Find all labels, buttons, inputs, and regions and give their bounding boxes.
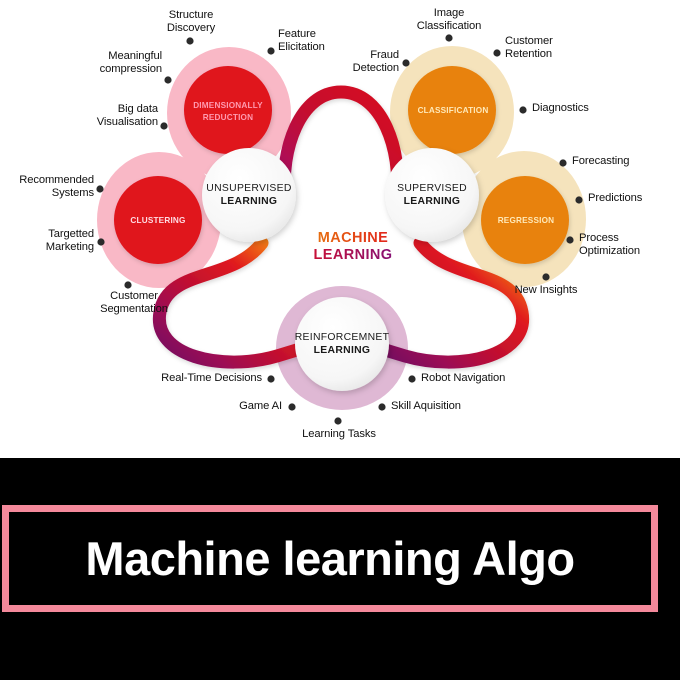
title-banner: Machine learning Algo: [0, 458, 680, 680]
dot-recommended-systems: [96, 185, 104, 193]
machine-learning-flower-diagram: [96, 34, 586, 425]
petal-core-dimensionality-reduction: [184, 66, 272, 154]
hub-circle-supervised: [385, 148, 479, 242]
label-skill-aquisition: Skill Aquisition: [391, 400, 461, 412]
label-real-time-decisions: Real-Time Decisions: [161, 372, 262, 384]
hub-circle-unsupervised: [202, 148, 296, 242]
label-customer-segmentation: Customer Segmentation: [100, 290, 168, 316]
dot-fraud-detection: [402, 59, 410, 67]
dot-customer-retention: [493, 49, 501, 57]
label-predictions: Predictions: [588, 192, 643, 204]
dot-structure-discovery: [186, 37, 194, 45]
label-game-ai: Game AI: [239, 400, 282, 412]
dot-robot-navigation: [408, 375, 416, 383]
label-targetted-marketing: Targetted Marketing: [45, 228, 94, 254]
dot-forecasting: [559, 159, 567, 167]
label-fraud-detection: Fraud Detection: [352, 49, 399, 75]
dot-big-data-visualisation: [160, 122, 168, 130]
petal-core-classification: [408, 66, 496, 154]
dot-predictions: [575, 196, 583, 204]
label-recommended-systems: Recommended Systems: [19, 174, 94, 200]
label-new-insights: New Insights: [514, 284, 578, 296]
label-meaningful-compression: Meaningful compression: [99, 50, 162, 76]
petal-core-regression: [481, 176, 569, 264]
label-learning-tasks: Learning Tasks: [302, 428, 376, 440]
title-box: Machine learning Algo: [2, 505, 658, 612]
banner-title: Machine learning Algo: [85, 532, 575, 585]
dot-real-time-decisions: [267, 375, 275, 383]
dot-customer-segmentation: [124, 281, 132, 289]
label-diagnostics: Diagnostics: [532, 102, 589, 114]
label-forecasting: Forecasting: [572, 155, 630, 167]
dot-diagnostics: [519, 106, 527, 114]
petal-core-clustering: [114, 176, 202, 264]
hub-circle-reinforcement: [295, 297, 389, 391]
dot-process-optimization: [566, 236, 574, 244]
dot-skill-aquisition: [378, 403, 386, 411]
diagram-canvas: DIMENSIONALLY REDUCTION CLUSTERING CLASS…: [0, 0, 680, 458]
dot-game-ai: [288, 403, 296, 411]
label-feature-elicitation: Feature Elicitation: [278, 28, 325, 54]
connector-dots: [96, 34, 583, 425]
dot-learning-tasks: [334, 417, 342, 425]
dot-targetted-marketing: [97, 238, 105, 246]
label-big-data-visualisation: Big data Visualisation: [96, 103, 158, 129]
dot-image-classification: [445, 34, 453, 42]
dot-meaningful-compression: [164, 76, 172, 84]
label-customer-retention: Customer Retention: [505, 35, 553, 61]
dot-feature-elicitation: [267, 47, 275, 55]
dot-new-insights: [542, 273, 550, 281]
label-image-classification: Image Classification: [416, 7, 482, 33]
label-process-optimization: Process Optimization: [579, 232, 640, 258]
label-robot-navigation: Robot Navigation: [421, 372, 506, 384]
label-structure-discovery: Structure Discovery: [166, 9, 216, 35]
connector-ribbon: [152, 85, 530, 369]
